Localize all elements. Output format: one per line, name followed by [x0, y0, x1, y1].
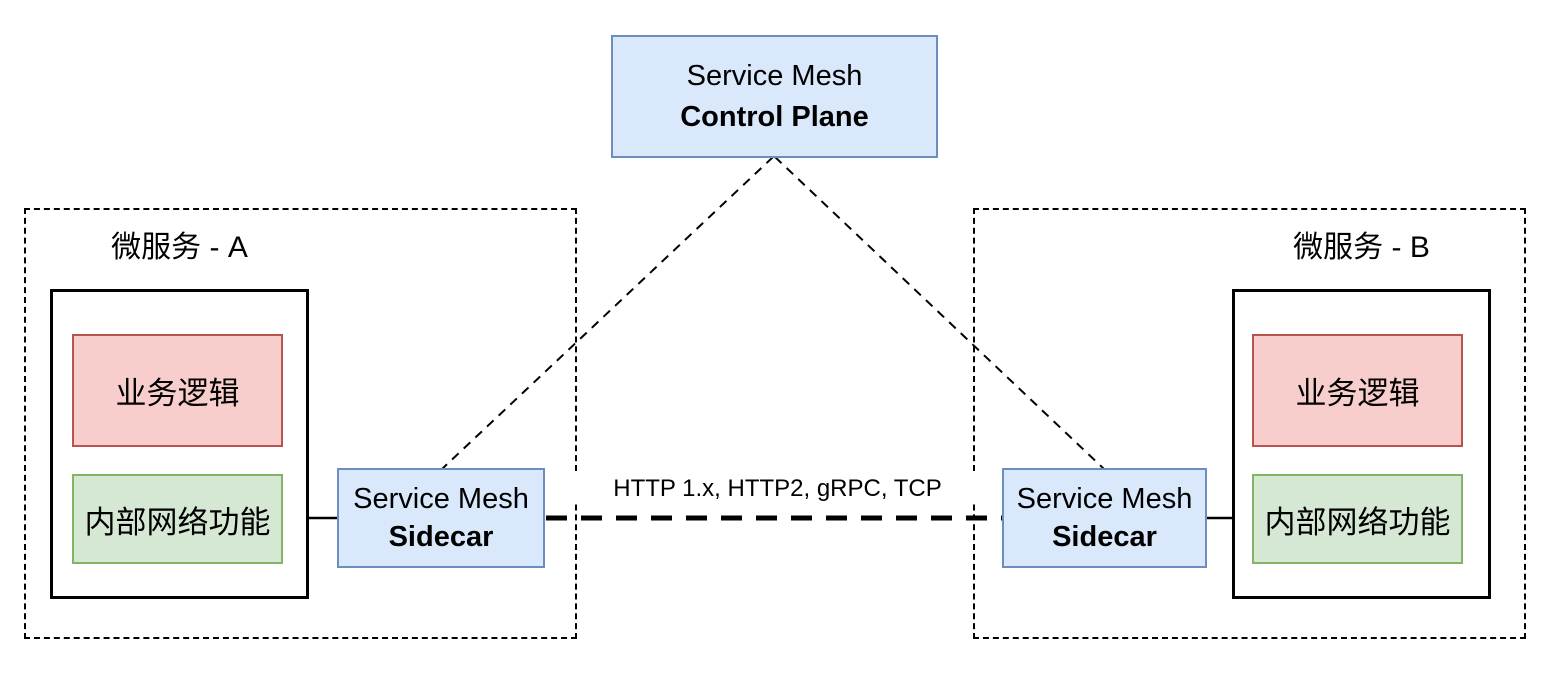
business-logic-box-a: 业务逻辑 — [72, 334, 283, 447]
control-plane-label-line1: Service Mesh — [686, 59, 863, 92]
traffic-protocols-label: HTTP 1.x, HTTP2, gRPC, TCP — [550, 474, 1005, 504]
control-plane-label-line2: Control Plane — [680, 100, 869, 133]
internal-network-label-b: 内部网络功能 — [1264, 504, 1451, 540]
sidecar-a-label-line1: Service Mesh — [353, 483, 529, 515]
business-logic-box-b: 业务逻辑 — [1252, 334, 1463, 447]
microservice-b-title: 微服务 - B — [1293, 231, 1430, 264]
sidecar-b-label-line1: Service Mesh — [1016, 483, 1193, 515]
internal-network-box-b: 内部网络功能 — [1252, 474, 1463, 564]
business-logic-label-a: 业务逻辑 — [115, 376, 240, 411]
sidecar-box-a: Service Mesh Sidecar — [337, 468, 545, 568]
microservice-a-title: 微服务 - A — [111, 231, 248, 264]
sidecar-b-label-line2: Sidecar — [1052, 521, 1157, 553]
control-plane-to-sidecar-b-dashed-line — [774, 156, 1105, 470]
control-plane-box: Service Mesh Control Plane — [611, 35, 938, 158]
internal-network-box-a: 内部网络功能 — [72, 474, 283, 564]
sidecar-box-b: Service Mesh Sidecar — [1002, 468, 1207, 568]
internal-network-label-a: 内部网络功能 — [84, 504, 271, 540]
microservice-a-group — [24, 208, 577, 639]
control-plane-to-sidecar-a-dashed-line — [441, 156, 774, 470]
microservice-b-group — [973, 208, 1526, 639]
sidecar-a-label-line2: Sidecar — [388, 521, 494, 553]
business-logic-label-b: 业务逻辑 — [1295, 376, 1420, 411]
